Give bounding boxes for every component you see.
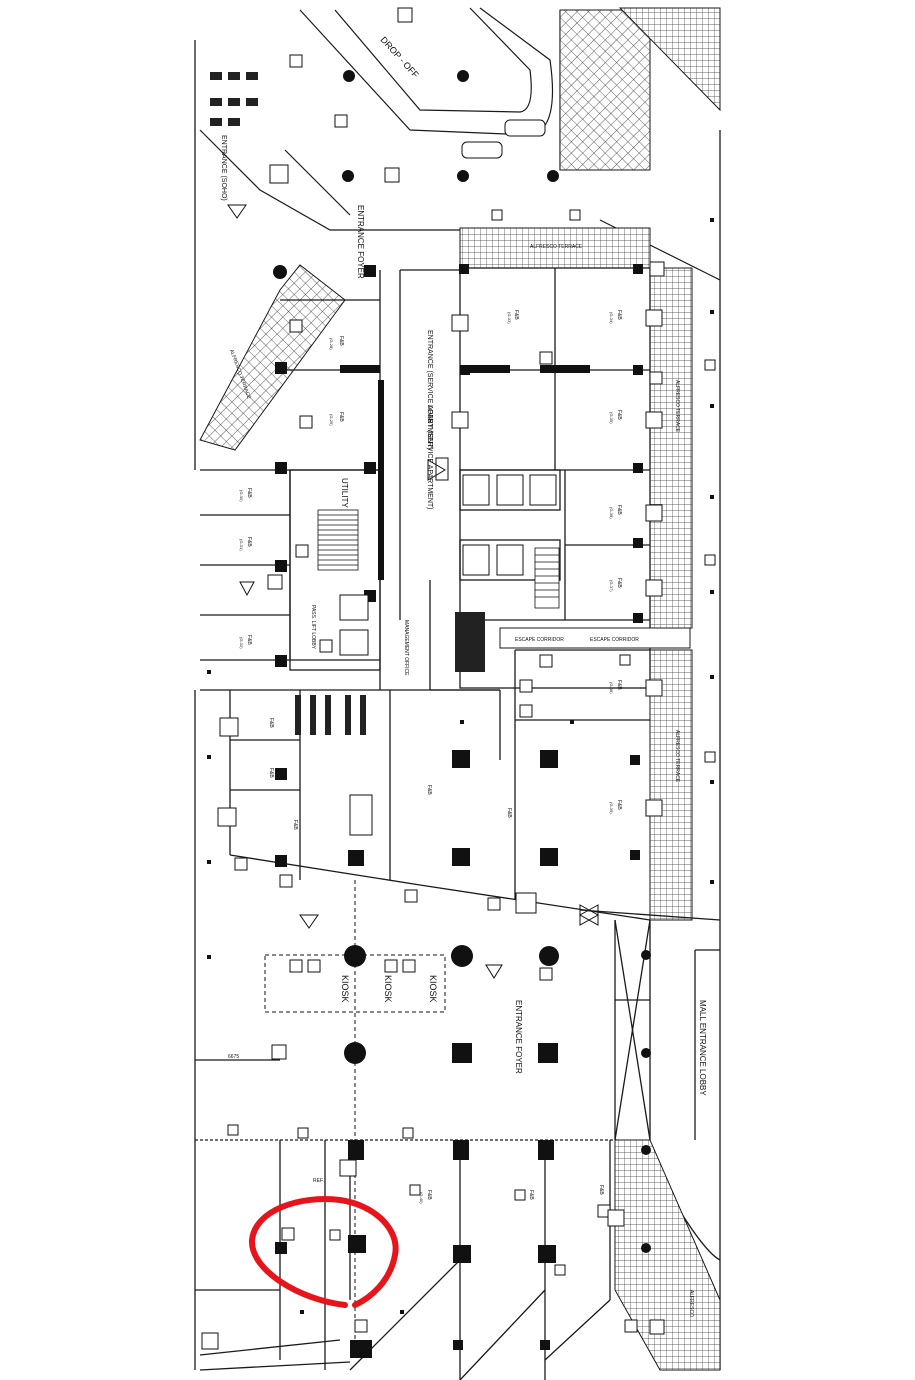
- fixture-tags: [201, 7, 716, 1350]
- level-triangle-icon: [227, 204, 503, 979]
- entrance-foyer-main-label: ENTRANCE FOYER: [514, 1000, 523, 1074]
- alfresco-right2-label: ALFRESCO TERRACE: [674, 730, 680, 783]
- fb-label: F&B: [506, 808, 512, 818]
- fb-label: F&B: [246, 488, 252, 498]
- unit-code: (G-36): [609, 507, 614, 519]
- red-highlight-circle: [249, 1196, 399, 1308]
- fb-label: F&B: [268, 718, 274, 728]
- fb-label: F&B: [616, 505, 622, 515]
- drop-off-label: DROP - OFF: [379, 35, 421, 81]
- small-dots: [207, 218, 714, 1314]
- paving-top-right-strip: [618, 7, 721, 112]
- unit-code: (G-34): [609, 312, 614, 324]
- lift-cores: [339, 474, 557, 656]
- fb-label: F&B: [528, 1190, 534, 1200]
- management-office-label: MANAGEMENT OFFICE: [403, 620, 409, 676]
- escape-corridor: [499, 627, 691, 649]
- fb-label: F&B: [616, 800, 622, 810]
- unit-code: (G-35): [609, 412, 614, 424]
- unit-code: (G-29): [329, 414, 334, 426]
- fb-label: F&B: [616, 680, 622, 690]
- fb-label: F&B: [338, 336, 344, 346]
- door-icon: [427, 459, 600, 926]
- alfresco-left-hatch: [199, 264, 346, 451]
- unit-code: (G-39): [609, 802, 614, 814]
- fb-label: F&B: [292, 820, 298, 830]
- kiosk-2-label: KIOSK: [383, 975, 393, 1003]
- entrance-service-apartment-label: ENTRANCE (SERVICE APARTMENT): [426, 330, 433, 450]
- unit-codes: (G-28) (G-29) (G-30) (G-31) (G-32) (G-33…: [239, 312, 614, 1204]
- fb-label: F&B: [268, 768, 274, 778]
- fb-label: F&B: [598, 1185, 604, 1195]
- kiosk-3-label: KIOSK: [428, 975, 438, 1003]
- unit-code: (G-31): [239, 539, 244, 551]
- fb-label: F&B: [426, 785, 432, 795]
- stairs: [317, 509, 560, 609]
- parking-icon: [210, 72, 258, 126]
- fb-label: F&B: [513, 310, 519, 320]
- toilet-blocks: [295, 612, 485, 735]
- unit-code: (G-33): [507, 312, 512, 324]
- fb-label: F&B: [246, 635, 252, 645]
- kiosk-1-label: KIOSK: [340, 975, 350, 1003]
- mall-entrance-lobby-label: MALL ENTRANCE LOBBY: [698, 1000, 707, 1096]
- escape-corridor-label-1: ESCAPE CORRIDOR: [515, 637, 564, 643]
- escape-corridor-label-2: ESCAPE CORRIDOR: [590, 637, 639, 643]
- fb-label: F&B: [616, 410, 622, 420]
- lobby-service-apartment-label: LOBBY (SERVICE APARTMENT): [426, 405, 433, 510]
- round-columns: [273, 70, 651, 1253]
- fb-label: F&B: [616, 310, 622, 320]
- entrance-soho-label: ENTRANCE (SOHO): [220, 135, 227, 201]
- alfresco-bottom-hatch: [614, 1139, 721, 1371]
- alfresco-right-label: ALFRESCO TERRACE: [674, 380, 680, 433]
- fb-unit-labels: F&B F&B F&B F&B F&B F&B F&B F&B F&B F&B …: [246, 310, 622, 1200]
- fb-label: F&B: [616, 578, 622, 588]
- alfresco-terrace-top: [459, 227, 651, 269]
- unit-code: (G-30): [239, 490, 244, 502]
- unit-code: (G-28): [329, 338, 334, 350]
- alfresco-bottom-label: ALFRESCO: [688, 1290, 694, 1317]
- entrance-foyer-top-label: ENTRANCE FOYER: [356, 205, 365, 279]
- unit-code: (G-40): [419, 1192, 424, 1204]
- unit-code: (G-32): [239, 637, 244, 649]
- fb-label: F&B: [338, 412, 344, 422]
- unit-code: (G-37): [609, 580, 614, 592]
- fb-label: F&B: [246, 537, 252, 547]
- column-markers: [275, 264, 643, 1358]
- wall-thick: [340, 365, 590, 580]
- level-mark: 6675: [228, 1054, 239, 1060]
- unit-code: (G-38): [609, 682, 614, 694]
- pass-lift-lobby-label: PASS. LIFT LOBBY: [310, 605, 316, 650]
- car-icon: [461, 119, 546, 159]
- refuse-label: REF.: [313, 1178, 324, 1184]
- fb-label: F&B: [426, 1190, 432, 1200]
- alfresco-top-label: ALFRESCO TERRACE: [530, 244, 583, 250]
- utility-label: UTILITY: [340, 478, 349, 508]
- paving-top-right: [559, 9, 651, 171]
